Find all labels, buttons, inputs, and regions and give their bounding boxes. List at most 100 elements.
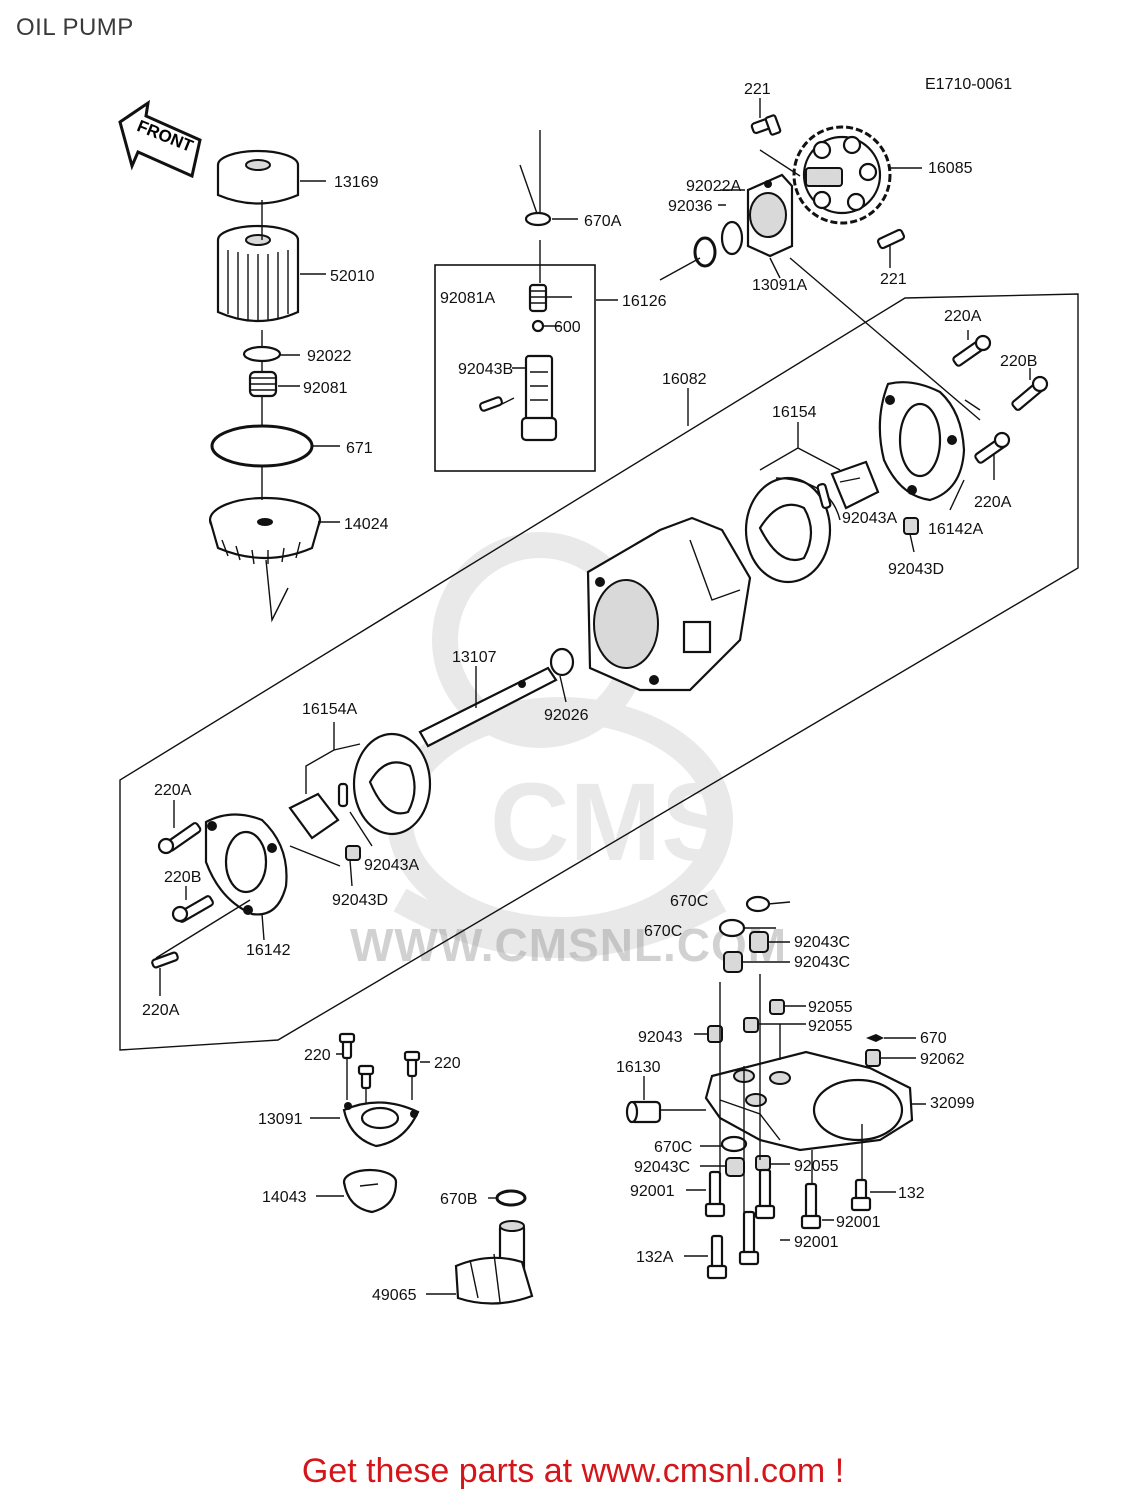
label-220A-top: 220A [944,308,982,325]
ring-670-part [866,1034,884,1042]
label-670C-1: 670C [670,893,708,910]
nipple-92062-part [865,1049,881,1067]
screw-220-2-part [403,1050,421,1078]
label-92043C-2: 92043C [794,954,850,971]
pin-92043A-left-part [337,782,349,808]
label-92081A: 92081A [440,290,495,307]
label-670A: 670A [584,213,622,230]
pin-92043A-right-part [816,482,832,510]
washer-92022A-part [720,220,744,256]
oil-filter-cap-part [216,149,300,205]
collar-92043C-2-part [723,951,743,973]
bolt-220A-bottom-part [151,951,179,969]
gear-bracket-13091A-part [746,173,794,258]
plug-16130-part [625,1100,662,1124]
o-ring-670C-2-part [718,918,746,938]
bolt-92001-1-part [704,1170,726,1218]
screw-221-bottom-part [876,228,906,250]
oil-pump-gear-16085-part [792,125,892,225]
label-92001-3: 92001 [794,1234,839,1251]
label-92022: 92022 [307,348,352,365]
label-32099: 32099 [930,1095,975,1112]
screw-220-1-part [338,1032,356,1060]
collar-92043C-3-part [725,1157,745,1177]
label-16142: 16142 [246,942,291,959]
label-92043A-right: 92043A [842,510,897,527]
label-92062: 92062 [920,1051,965,1068]
relief-valve-body-part [520,354,558,442]
label-220-2: 220 [434,1055,461,1072]
bolt-92001-4-part [738,1210,760,1266]
label-92043D-left: 92043D [332,892,388,909]
bolt-220B-top-part [1011,375,1049,411]
label-92001-1: 92001 [630,1183,675,1200]
bolt-220A-right-part [974,431,1011,464]
label-92043: 92043 [638,1029,683,1046]
label-92036: 92036 [668,198,713,215]
label-92001-2: 92001 [836,1214,881,1231]
watermark-cms-text: CMS [490,761,734,884]
collar-92043C-1-part [749,931,769,953]
pin-92043B-part [479,396,503,412]
knock-pin-92043D-left-part [345,845,361,861]
front-arrow-icon: FRONT [118,99,202,179]
label-92081: 92081 [303,380,348,397]
label-92055-3: 92055 [794,1158,839,1175]
pump-cover-16142-part [204,813,288,916]
bolt-132-part [850,1178,872,1212]
label-13169: 13169 [334,174,379,191]
bolt-92001-2-part [754,1168,776,1220]
circlip-92036-part [693,236,717,268]
label-92043C-3: 92043C [634,1159,690,1176]
label-92055-1: 92055 [808,999,853,1016]
ball-600-part [531,319,545,333]
bolt-132A-part [706,1234,728,1280]
spring-92081A-part [528,283,548,313]
bolt-220A-top-part [952,334,992,367]
label-13107: 13107 [452,649,497,666]
label-220A-bottom: 220A [142,1002,180,1019]
label-671: 671 [346,440,373,457]
oil-pan-32099-part [704,1050,914,1152]
collar-92055-3-part [755,1155,771,1171]
strainer-bracket-13091-part [342,1101,420,1148]
inner-plate-left-part [288,792,340,840]
label-670: 670 [920,1030,947,1047]
washer-92022-part [242,345,282,363]
spring-92081-part [248,370,278,398]
label-13091A: 13091A [752,277,807,294]
o-ring-670C-3-part [720,1135,748,1153]
label-16126: 16126 [622,293,667,310]
label-92043C-1: 92043C [794,934,850,951]
label-49065: 49065 [372,1287,417,1304]
pump-assembly-box [119,293,1079,1051]
o-ring-670A-part [524,211,552,227]
bolt-220A-left-part [157,822,202,855]
inner-rotor-plate-part [830,460,880,510]
label-600: 600 [554,319,581,336]
pump-body-16082-part [586,516,752,692]
outer-rotor-16154A-part [352,732,432,836]
collar-92055-1-part [769,999,785,1015]
screw-220-3-part [357,1064,375,1090]
shaft-13107-part [418,666,558,748]
page-title: OIL PUMP [16,14,134,41]
o-ring-670B-part [495,1189,527,1207]
label-13091: 13091 [258,1111,303,1128]
footer-promo-link[interactable]: Get these parts at www.cmsnl.com ! [301,1452,845,1490]
oil-filter-element-part [216,224,300,323]
bolt-92001-3-part [800,1182,822,1230]
strainer-14043-part [342,1168,398,1214]
label-16154: 16154 [772,404,817,421]
relief-valve-group-box [434,264,596,472]
label-221-bottom: 221 [880,271,907,288]
label-132: 132 [898,1185,925,1202]
label-52010: 52010 [330,268,375,285]
label-670B: 670B [440,1191,477,1208]
label-14024: 14024 [344,516,389,533]
label-220B-left: 220B [164,869,201,886]
label-220B-top: 220B [1000,353,1037,370]
diagram-code: E1710-0061 [925,76,1012,93]
label-92043A-left: 92043A [364,857,419,874]
